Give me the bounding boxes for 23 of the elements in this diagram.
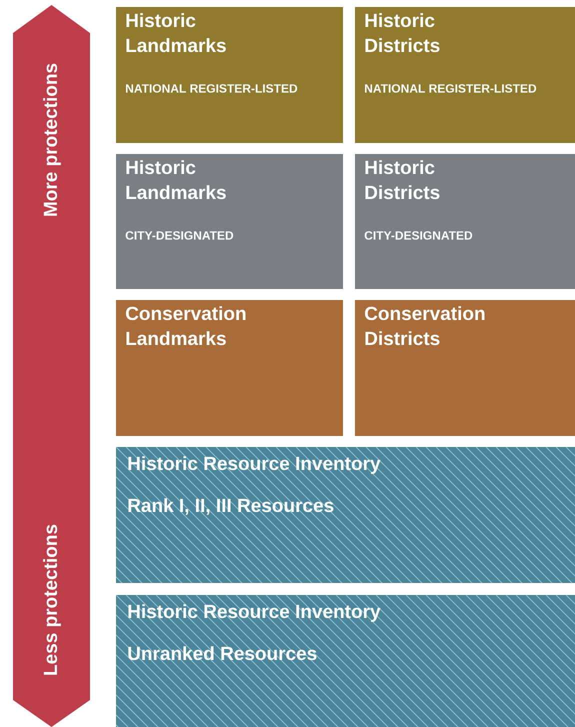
category-box [116,7,343,143]
category-box [116,154,343,289]
box-heading: Historic Districts [365,13,440,52]
box-heading: Historic Resource Inventory [128,456,380,474]
box-subheading: CITY-DESIGNATED [364,231,472,240]
category-box [355,154,575,289]
box-heading: Historic Resource Inventory [128,604,380,622]
category-box [355,300,575,436]
double-arrow-band: More protections Less protections [13,5,90,727]
box-heading: Historic Landmarks [126,160,226,200]
category-box [116,447,575,583]
category-box [355,7,575,143]
box-subheading: Unranked Resources [128,646,316,660]
category-box [116,300,343,436]
box-subheading: CITY-DESIGNATED [126,231,234,240]
category-box [116,595,575,727]
box-heading: Historic Landmarks [126,13,226,52]
box-heading: Conservation Landmarks [126,306,246,346]
box-heading: Conservation Districts [365,306,484,346]
box-subheading: Rank I, II, III Resources [128,498,334,515]
box-subheading: NATIONAL REGISTER-LISTED [126,84,298,93]
box-heading: Historic Districts [365,160,440,200]
box-subheading: NATIONAL REGISTER-LISTED [365,84,536,93]
